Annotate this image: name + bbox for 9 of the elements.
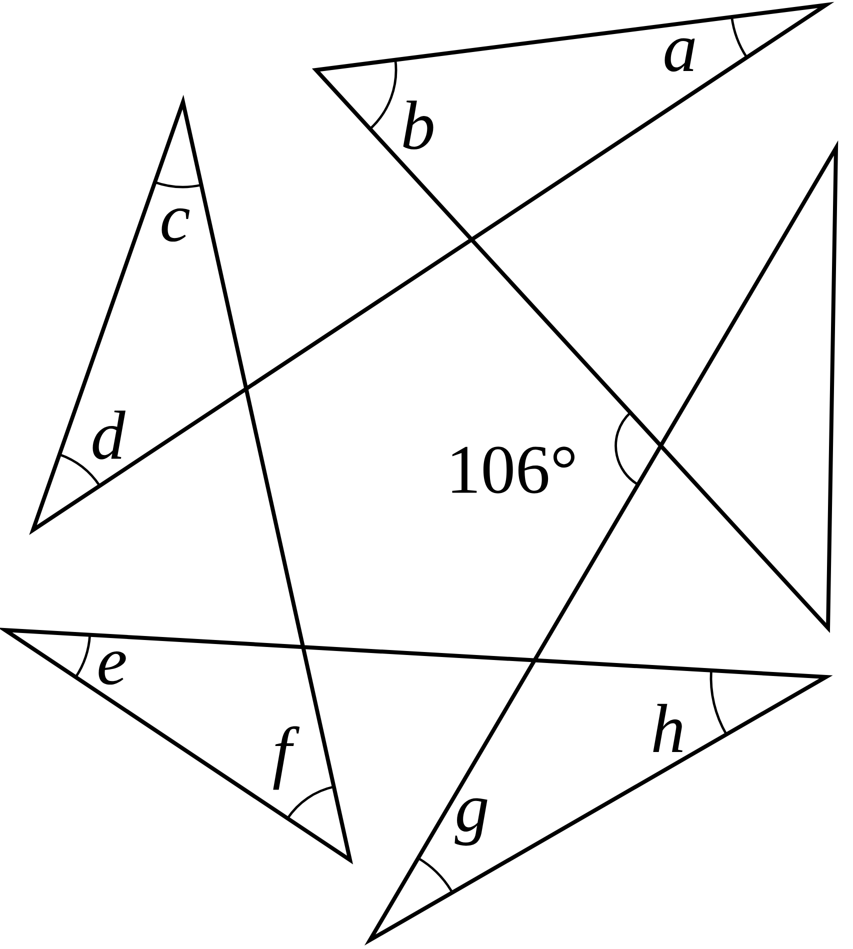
angle-label: f — [273, 726, 300, 790]
angle-label: g — [454, 798, 488, 846]
angle-label: 106° — [452, 446, 574, 494]
angle-label: b — [403, 100, 434, 150]
angle-label: h — [653, 704, 682, 752]
angle-label: d — [92, 410, 126, 460]
angle-label: e — [98, 651, 126, 685]
angle-label: c — [162, 208, 190, 242]
angle-label: a — [664, 38, 695, 72]
